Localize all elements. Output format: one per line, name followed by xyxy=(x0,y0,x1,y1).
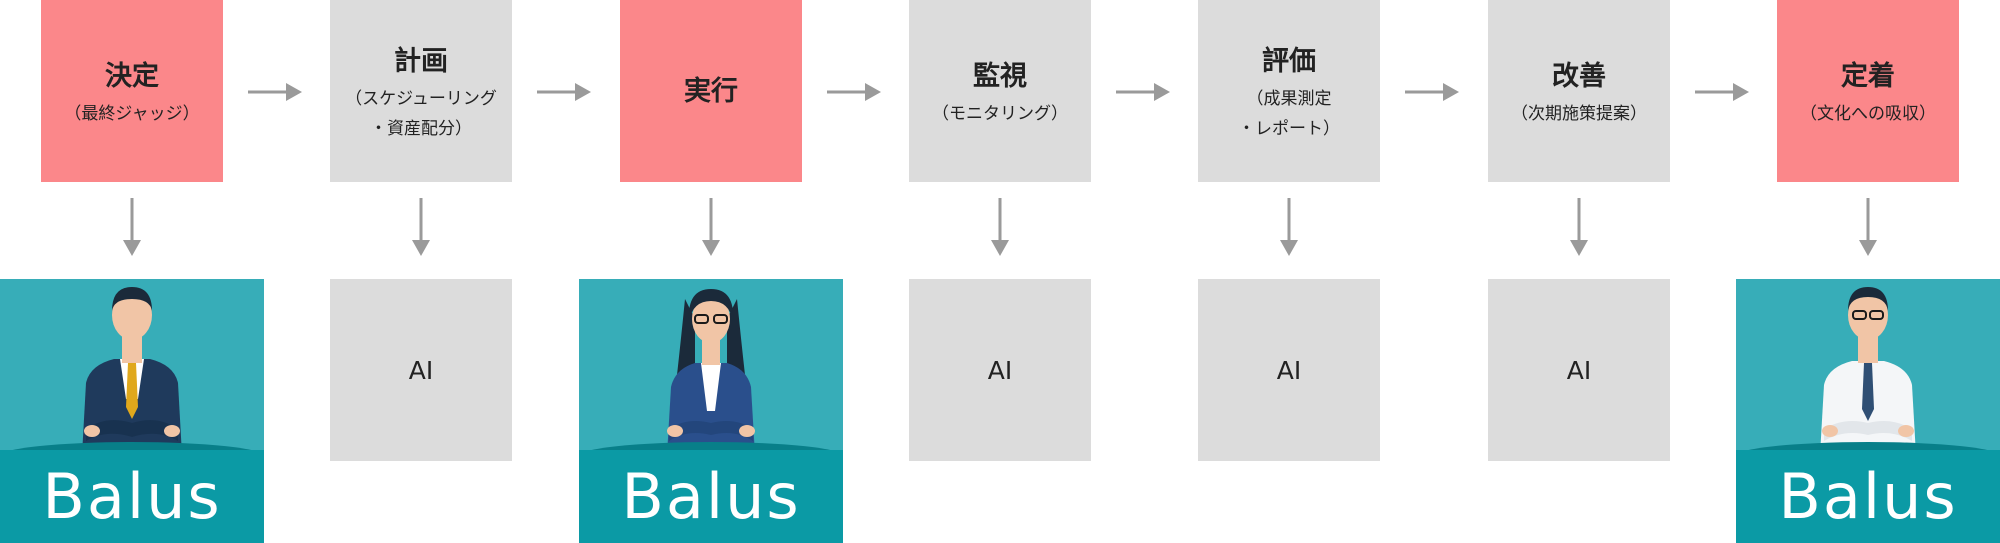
step-title: 定着 xyxy=(1841,60,1895,92)
ai-box-planning: AI xyxy=(330,279,512,461)
step-decision: 決定 （最終ジャッジ） xyxy=(41,0,223,182)
brand-label: Balus xyxy=(621,460,801,533)
arrow-down-icon xyxy=(123,198,141,256)
desk xyxy=(0,450,264,543)
arrow-right-icon xyxy=(1405,83,1459,101)
shirt-man-icon xyxy=(1820,287,1916,455)
desk xyxy=(1736,450,2000,543)
arrow-right-icon xyxy=(248,83,302,101)
step-subtitle: （成果測定 ・レポート） xyxy=(1238,88,1340,139)
step-title: 実行 xyxy=(684,75,738,107)
arrow-down-icon xyxy=(1859,198,1877,256)
balus-card-execution: Balus xyxy=(579,279,843,543)
step-subtitle: （文化への吸収） xyxy=(1800,103,1936,124)
step-subtitle: （スケジューリング ・資産配分） xyxy=(345,88,497,139)
businesswoman-icon xyxy=(667,289,755,455)
arrow-down-icon xyxy=(702,198,720,256)
arrow-down-icon xyxy=(412,198,430,256)
ai-box-evaluation: AI xyxy=(1198,279,1380,461)
step-monitoring: 監視 （モニタリング） xyxy=(909,0,1091,182)
brand-label: Balus xyxy=(42,460,222,533)
step-execution: 実行 xyxy=(620,0,802,182)
arrow-down-icon xyxy=(1570,198,1588,256)
step-evaluation: 評価 （成果測定 ・レポート） xyxy=(1198,0,1380,182)
balus-card-adoption: Balus xyxy=(1736,279,2000,543)
ai-box-improvement: AI xyxy=(1488,279,1670,461)
step-title: 決定 xyxy=(105,60,159,92)
step-title: 計画 xyxy=(394,45,448,77)
arrow-right-icon xyxy=(537,83,591,101)
balus-card-decision: Balus xyxy=(0,279,264,543)
step-planning: 計画 （スケジューリング ・資産配分） xyxy=(330,0,512,182)
arrow-right-icon xyxy=(827,83,881,101)
arrow-right-icon xyxy=(1695,83,1749,101)
arrow-down-icon xyxy=(1280,198,1298,256)
brand-label: Balus xyxy=(1778,460,1958,533)
step-improvement: 改善 （次期施策提案） xyxy=(1488,0,1670,182)
step-subtitle: （最終ジャッジ） xyxy=(64,103,200,124)
step-subtitle: （次期施策提案） xyxy=(1511,103,1647,124)
step-subtitle: （モニタリング） xyxy=(932,103,1068,124)
ai-box-monitoring: AI xyxy=(909,279,1091,461)
step-title: 監視 xyxy=(973,60,1027,92)
desk xyxy=(579,450,843,543)
step-title: 改善 xyxy=(1552,60,1606,92)
arrow-right-icon xyxy=(1116,83,1170,101)
step-title: 評価 xyxy=(1262,45,1316,77)
arrow-down-icon xyxy=(991,198,1009,256)
businessman-icon xyxy=(82,287,182,455)
step-adoption: 定着 （文化への吸収） xyxy=(1777,0,1959,182)
